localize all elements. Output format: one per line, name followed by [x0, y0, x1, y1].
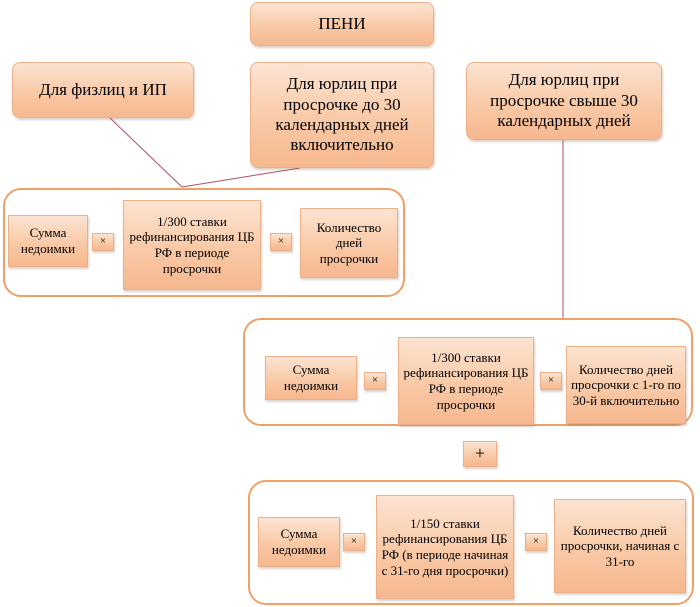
- root-node: ПЕНИ: [250, 2, 434, 46]
- formula-basic-multiply-1: ×: [92, 233, 114, 251]
- line-individuals-to-basic: [109, 117, 183, 188]
- formula-part1-rate: 1/300 ставки рефинансирования ЦБ РФ в пе…: [398, 337, 534, 425]
- formula-part2-multiply-2: ×: [525, 533, 547, 551]
- formula-part2-multiply-1: ×: [343, 533, 365, 551]
- formula-basic-multiply-2: ×: [270, 233, 292, 251]
- formula-part2-amount: Сумма недоимки: [258, 517, 340, 567]
- plus-operator: +: [463, 441, 497, 467]
- formula-part1-multiply-2: ×: [540, 372, 562, 390]
- line-legal-upto30-to-basic: [181, 167, 301, 188]
- formula-basic-rate: 1/300 ставки рефинансирования ЦБ РФ в пе…: [123, 200, 261, 290]
- formula-part1-amount: Сумма недоимки: [265, 356, 357, 400]
- formula-part2-days: Количество дней просрочки, начиная с 31-…: [554, 499, 686, 593]
- formula-part1-days: Количество дней просрочки с 1-го по 30-й…: [566, 346, 686, 424]
- formula-basic-amount: Сумма недоимки: [8, 215, 88, 267]
- formula-basic-days: Количество дней просрочки: [300, 208, 398, 278]
- category-legal-upto30: Для юрлиц при просрочке до 30 календарны…: [250, 62, 434, 168]
- formula-part1-multiply-1: ×: [364, 372, 386, 390]
- category-individuals: Для физлиц и ИП: [12, 62, 194, 118]
- category-legal-over30: Для юрлиц при просрочке свыше 30 календа…: [466, 62, 662, 140]
- formula-part2-rate: 1/150 ставки рефинансирования ЦБ РФ (в п…: [376, 495, 514, 599]
